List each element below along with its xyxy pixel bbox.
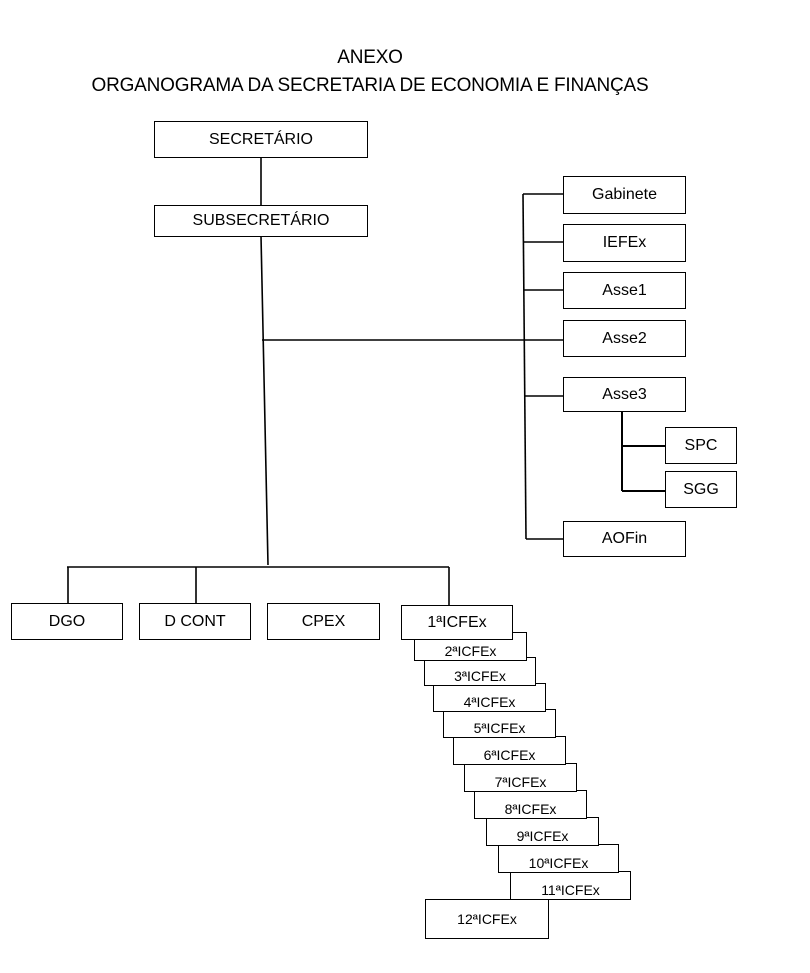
sgg-box: SGG xyxy=(665,471,737,508)
icfex-7-box: 7ªICFEx xyxy=(464,763,577,792)
icfex-10-box: 10ªICFEx xyxy=(498,844,619,873)
icfex-8-box: 8ªICFEx xyxy=(474,790,587,819)
cpex-box: CPEX xyxy=(267,603,380,640)
annex-title: ANEXO xyxy=(337,47,403,68)
icfex-6-box: 6ªICFEx xyxy=(453,736,566,765)
icfex-9-box: 9ªICFEx xyxy=(486,817,599,846)
aofin-box: AOFin xyxy=(563,521,686,557)
dcont-box: D CONT xyxy=(139,603,251,640)
connector-main-trunk xyxy=(260,235,269,566)
spc-box: SPC xyxy=(665,427,737,464)
asse3-box: Asse3 xyxy=(563,377,686,412)
icfex-12-box: 12ªICFEx xyxy=(425,899,549,939)
icfex-5-box: 5ªICFEx xyxy=(443,709,556,738)
icfex-3-box: 3ªICFEx xyxy=(424,657,536,686)
asse2-box: Asse2 xyxy=(563,320,686,357)
iefex-box: IEFEx xyxy=(563,224,686,262)
org-chart-title: ORGANOGRAMA DA SECRETARIA DE ECONOMIA E … xyxy=(91,75,649,96)
gabinete-box: Gabinete xyxy=(563,176,686,214)
dgo-box: DGO xyxy=(11,603,123,640)
icfex-4-box: 4ªICFEx xyxy=(433,683,546,712)
connector-advisory-bus xyxy=(522,193,527,540)
asse1-box: Asse1 xyxy=(563,272,686,309)
icfex-1-box: 1ªICFEx xyxy=(401,605,513,640)
secretario-box: SECRETÁRIO xyxy=(154,121,368,158)
subsecretario-box: SUBSECRETÁRIO xyxy=(154,205,368,237)
icfex-11-box: 11ªICFEx xyxy=(510,871,631,900)
